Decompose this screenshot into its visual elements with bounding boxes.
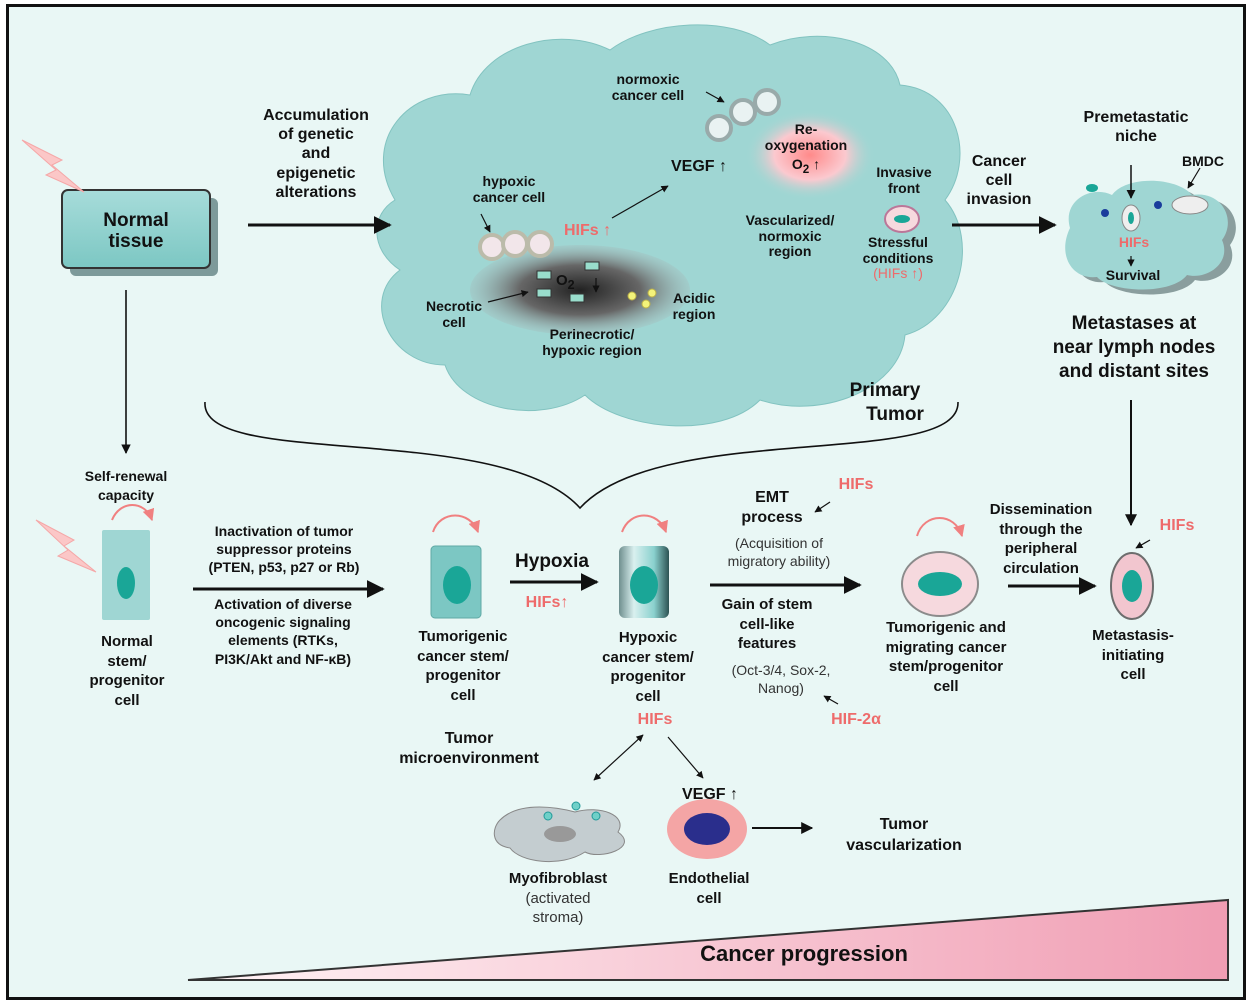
hif2a-label: HIF-2α [831,711,881,728]
hypoxic-stem-cell [619,546,669,618]
normal-tissue-box [61,189,218,276]
cancer-progression-ramp [187,898,1229,981]
survival-label: Survival [1105,267,1161,283]
necrotic-cells [536,261,600,303]
premetastatic-niche [1065,180,1236,295]
normal-stem-cell [102,530,150,620]
bmdc-label: BMDC [1182,153,1224,169]
vegf-label: VEGF ↑ [671,158,728,175]
lightning-bolt-icon [21,139,85,193]
self-renewal-arrows [111,504,965,538]
myofibroblast-cell [493,801,625,863]
primary-tumor-brace [204,401,959,510]
hypoxic-cells [478,230,554,261]
migrating-stem-cell [901,551,979,617]
gain-factors-label: (Oct-3/4, Sox-2,Nanog) [731,662,831,697]
hifs-emt-label: HIFs [838,476,874,493]
acidic-dots [627,288,657,309]
primary-tumor-cloud [376,24,963,427]
lightning-bolt-icon [35,519,97,573]
tumorigenic-stem-cell [430,545,482,619]
metastasis-initiating-cell [1110,552,1154,620]
normoxic-cells [705,88,781,142]
reoxygenation-label: Re-oxygenation O2 ↑ [764,121,848,177]
endothelial-cell [667,799,747,859]
hifs-metastasis-label: HIFs [1159,517,1195,534]
myofibroblast-label: Myofibroblast (activated stroma) [508,870,608,926]
o2-label: O2 [556,272,575,292]
cancer-progression-label: Cancer progression [700,941,908,966]
vegf-endothelial-label: VEGF ↑ [681,786,739,803]
hifs-tumor-label: HIFs ↑ [564,222,612,239]
hifs-hypoxic-stem-label: HIFs [637,711,673,728]
hifs-niche-label: HIFs [1118,234,1150,250]
hypoxia-label: Hypoxia [515,551,589,572]
hifs-hypoxia-label: HIFs↑ [525,594,569,611]
perinecrotic-label: Perinecrotic/hypoxic region [542,326,642,358]
invasive-front-cell [884,205,920,233]
